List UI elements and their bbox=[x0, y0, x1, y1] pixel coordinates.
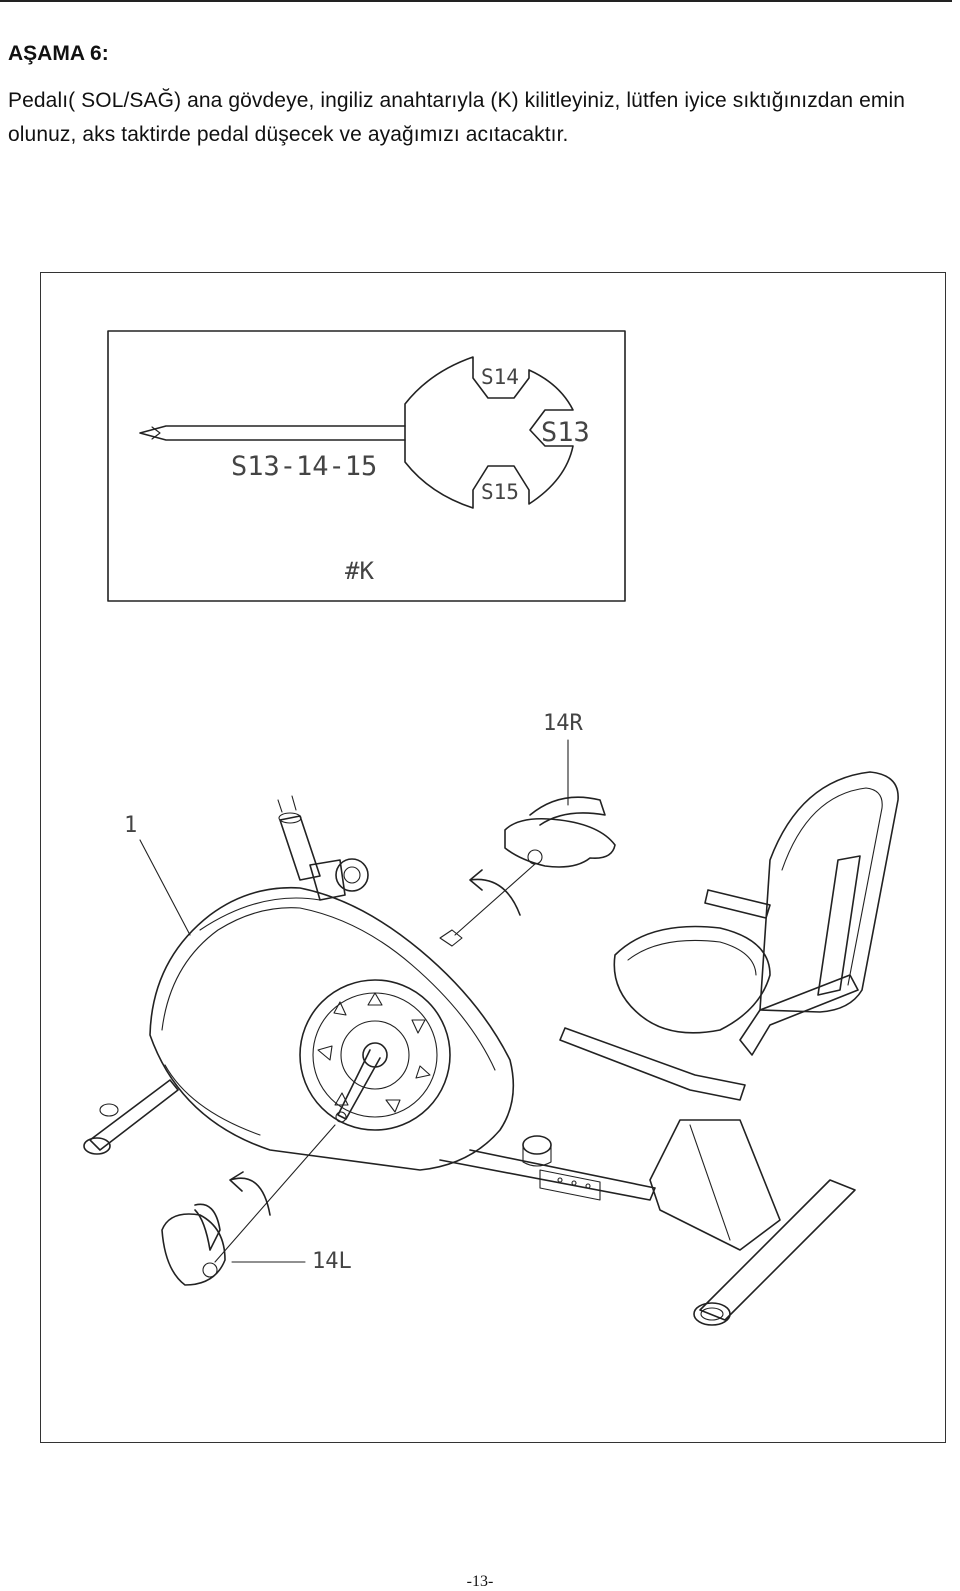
part-label-frame: 1 bbox=[124, 813, 137, 838]
frame-leader bbox=[139, 839, 191, 936]
wrench-size-s14: S14 bbox=[481, 365, 519, 389]
wrench-part-id: #K bbox=[345, 557, 374, 585]
wrench-icon bbox=[139, 356, 574, 509]
wrench-size-s15: S15 bbox=[481, 480, 519, 504]
part-label-right-pedal: 14R bbox=[543, 711, 583, 736]
top-rule bbox=[0, 0, 952, 2]
page-number: -13- bbox=[466, 1573, 494, 1590]
wrench-panel: S14 S13 S15 S13-14-15 #K bbox=[107, 330, 626, 602]
right-pedal bbox=[454, 739, 616, 936]
figure-frame bbox=[40, 272, 946, 1443]
part-label-left-pedal: 14L bbox=[312, 1249, 352, 1274]
wrench-handle-label: S13-14-15 bbox=[231, 451, 377, 482]
exercise-bike-drawing bbox=[83, 771, 899, 1326]
left-pedal bbox=[161, 1124, 336, 1286]
step-instruction: Pedalı( SOL/SAĞ) ana gövdeye, ingiliz an… bbox=[8, 89, 905, 146]
wrench-size-s13: S13 bbox=[541, 417, 590, 448]
step-title: AŞAMA 6: bbox=[8, 42, 109, 65]
wrench-panel-border bbox=[107, 330, 626, 602]
